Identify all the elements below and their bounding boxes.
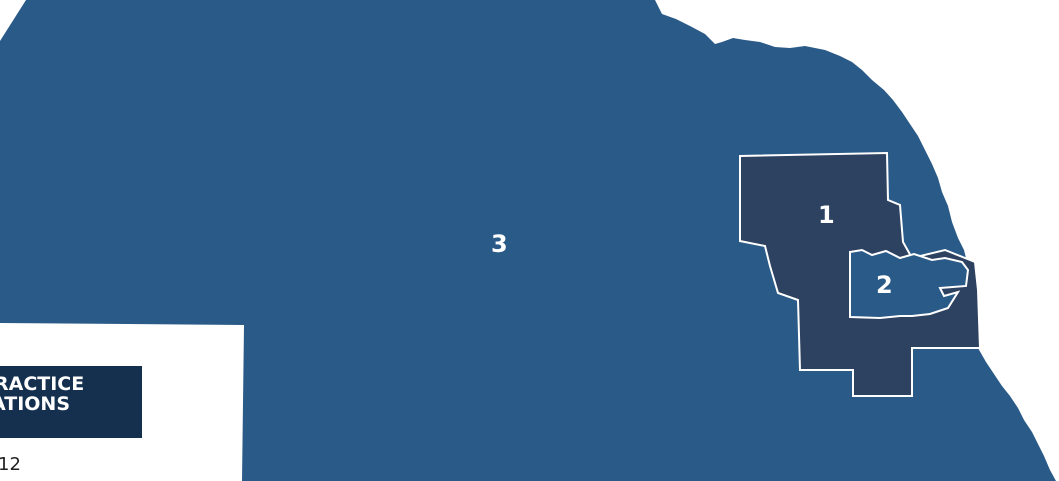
footnote-text: 12 <box>0 454 21 475</box>
badge-line-1: RACTICE <box>0 373 85 395</box>
title-badge: RACTICE ATIONS <box>0 366 142 438</box>
badge-line-2: ATIONS <box>0 393 70 415</box>
district-2-label: 2 <box>876 271 893 299</box>
district-3-label: 3 <box>491 230 508 258</box>
district-1-label: 1 <box>818 201 835 229</box>
district-2-region[interactable] <box>849 248 970 320</box>
